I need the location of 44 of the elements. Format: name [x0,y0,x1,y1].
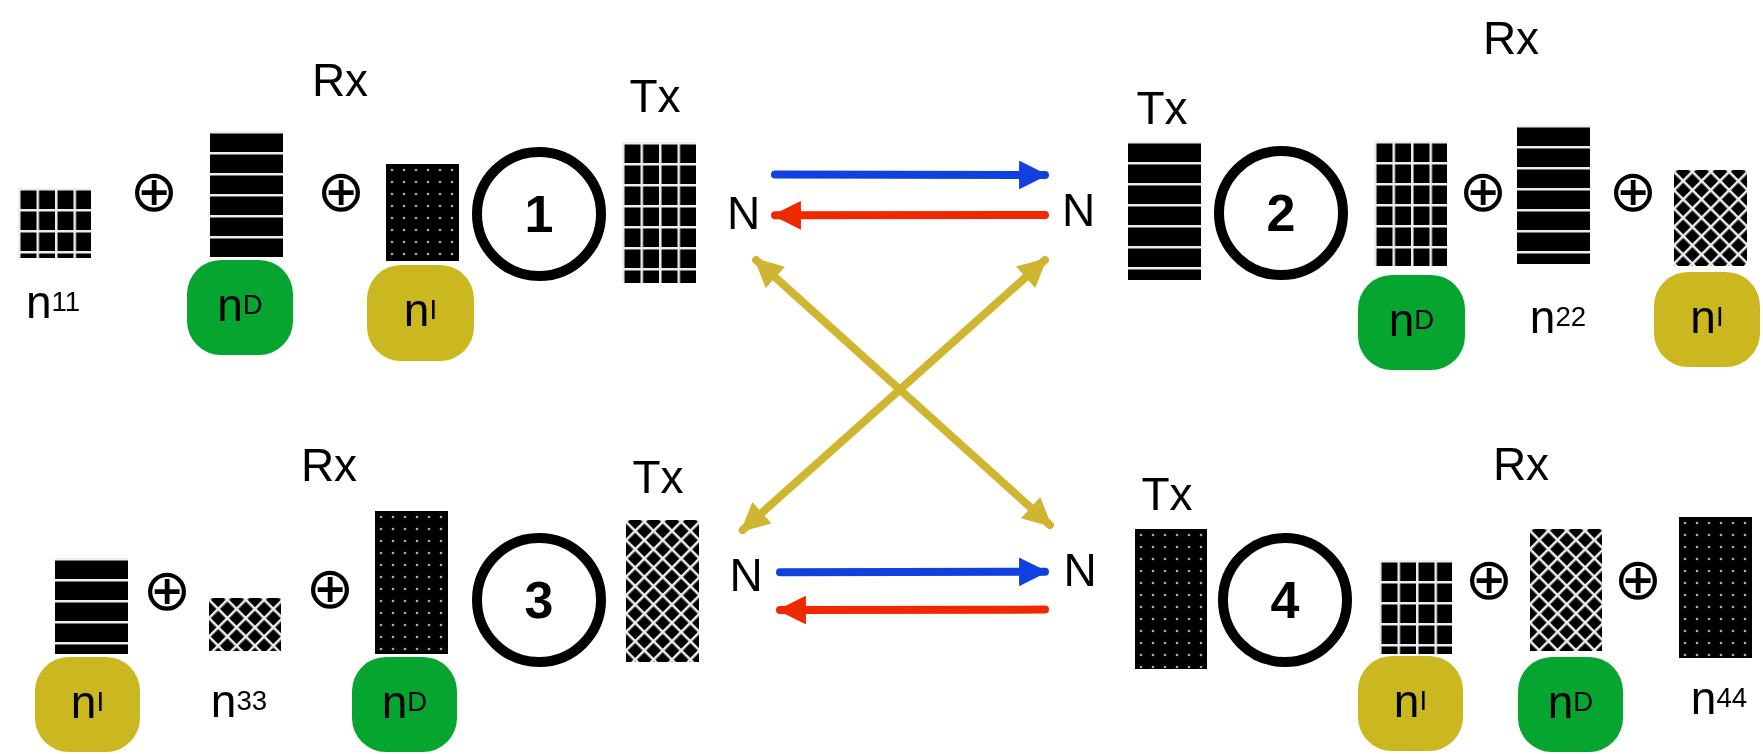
block-label: Tx [1136,85,1188,131]
dotted-block [1679,517,1752,658]
grid-pattern-block [622,142,696,283]
arrow [771,200,1049,230]
block-label: Rx [300,442,358,488]
arrow [776,557,1049,587]
node-label: N [712,165,775,260]
grid-pattern-block [1374,141,1447,266]
node-label: N [1045,160,1112,260]
block-label: Rx [1482,15,1540,61]
striped-block [55,558,128,654]
grid-pattern-block [1379,560,1452,654]
arrow [776,595,1049,625]
grid-pattern-block [18,188,91,258]
striped-block [1517,125,1590,264]
striped-block [1128,141,1201,280]
crosshatch-block [209,598,281,651]
crosshatch-block [1674,170,1747,266]
node-label: N [712,530,780,620]
numbered-circle: 1 [472,147,606,281]
block-label: Tx [629,73,681,119]
block-label: Tx [632,454,684,500]
numbered-circle: 2 [1214,146,1348,280]
xor-symbol: ⊕ [305,559,355,617]
xor-symbol: ⊕ [129,162,179,220]
xor-symbol: ⊕ [142,561,192,619]
arrow [771,160,1049,190]
striped-block [210,131,283,257]
block-label: Tx [1141,471,1193,517]
numbered-circle: 3 [472,533,606,667]
xor-symbol: ⊕ [1458,162,1508,220]
block-label: Rx [311,57,369,103]
xor-symbol: ⊕ [1613,550,1663,608]
crosshatch-block [626,520,699,662]
node-label: N [1045,525,1115,615]
dotted-block [386,164,459,261]
numbered-circle: 4 [1218,533,1352,667]
xor-symbol: ⊕ [1464,550,1514,608]
dotted-block [375,511,448,654]
crosshatch-block [1530,529,1602,651]
block-label: Rx [1492,441,1550,487]
dotted-block [1135,529,1207,669]
xor-symbol: ⊕ [316,162,366,220]
xor-symbol: ⊕ [1608,162,1658,220]
